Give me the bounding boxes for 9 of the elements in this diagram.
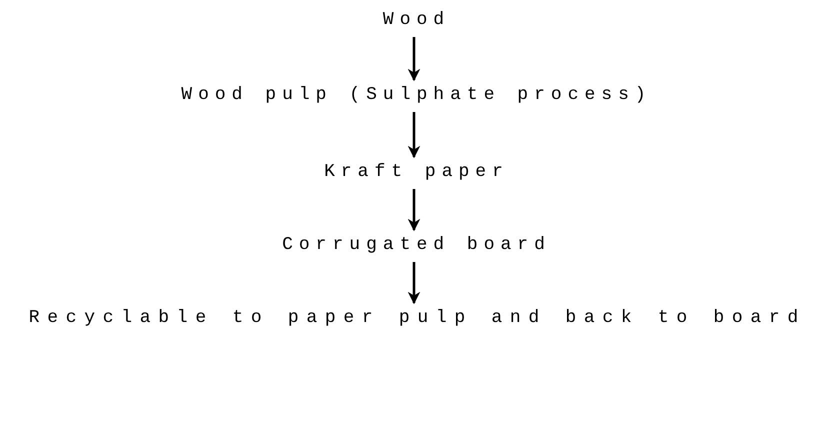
arrow — [408, 189, 420, 232]
arrow — [408, 262, 420, 304]
process-step-label: Kraft paper — [318, 161, 509, 183]
arrow — [408, 112, 420, 158]
process-step-label: Wood — [376, 9, 450, 31]
process-step-label: Wood pulp (Sulphate process) — [175, 84, 652, 106]
process-step-label: Corrugated board — [276, 234, 551, 256]
process-step-label: Recyclable to paper pulp and back to board — [21, 307, 806, 329]
arrow — [408, 37, 420, 82]
